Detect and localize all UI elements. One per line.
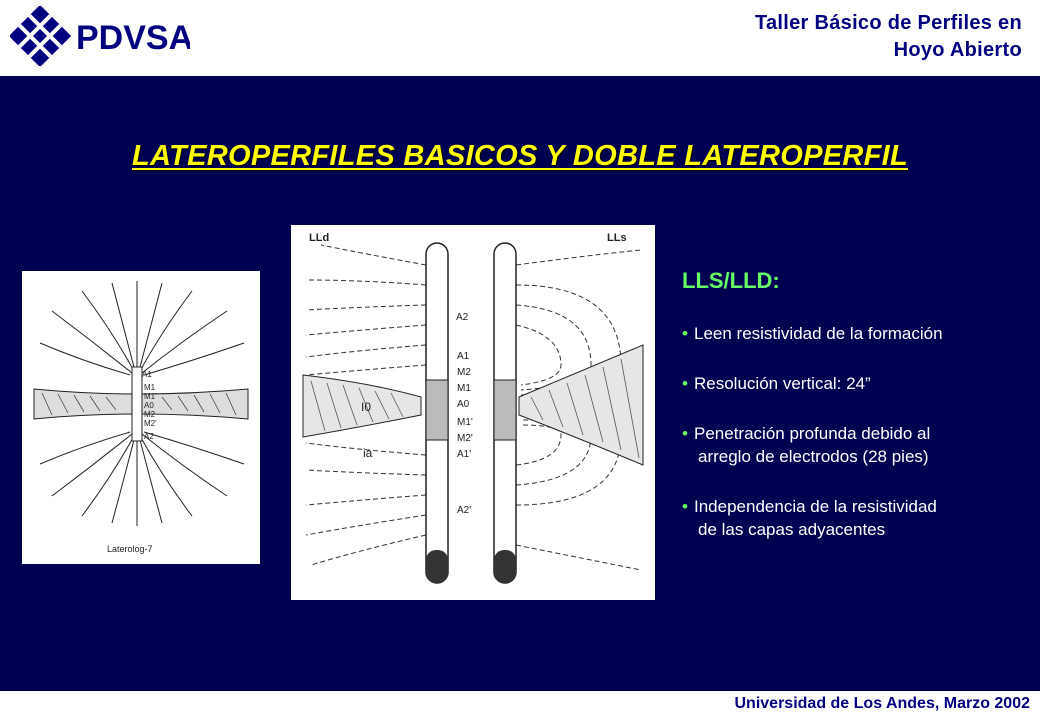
footer-text: Universidad de Los Andes, Marzo 2002 xyxy=(734,695,1031,712)
pdvsa-logo: PDVSA xyxy=(8,4,193,68)
header-bar: PDVSA Taller Básico de Perfiles en Hoyo … xyxy=(0,0,1040,76)
course-title-line1: Taller Básico de Perfiles en xyxy=(754,12,1022,34)
bullet-text-continued: de las capas adyacentes xyxy=(698,520,886,539)
electrode-label: M2 xyxy=(457,367,471,378)
electrode-label: A2' xyxy=(457,505,471,516)
bullet-list: LLS/LLD: • Leen resistividad de la forma… xyxy=(682,268,1032,568)
bullet-item: • Penetración profunda debido al arreglo… xyxy=(682,422,1032,468)
current-lines-lld xyxy=(305,244,427,566)
electrode-label: A1' xyxy=(457,449,471,460)
electrode-label: M1' xyxy=(457,417,473,428)
bullet-heading: LLS/LLD: xyxy=(682,268,780,293)
electrode-label: M1 xyxy=(457,383,471,394)
electrode-label: M2' xyxy=(457,433,473,444)
sonde xyxy=(131,366,143,442)
bullet-item: • Independencia de la resistividad de la… xyxy=(682,495,1032,541)
electrode-label: A0 xyxy=(457,399,470,410)
bullet-dot-icon: • xyxy=(682,424,688,443)
electrode-label: A0 xyxy=(144,401,154,410)
lld-lls-figure: LLd LLs xyxy=(291,225,655,600)
lls-label: LLs xyxy=(607,232,627,244)
hatched-io-left xyxy=(302,374,422,438)
figure-caption: Laterolog-7 xyxy=(107,544,153,554)
bullet-dot-icon: • xyxy=(682,324,688,343)
slide-body: LATEROPERFILES BASICOS Y DOBLE LATEROPER… xyxy=(0,76,1040,691)
ia-label: ia xyxy=(363,446,373,460)
electrode-label: A2 xyxy=(144,432,154,441)
bullet-item: • Resolución vertical: 24” xyxy=(682,372,1032,395)
laterolog7-figure: A1 M1 M1' A0 M2 M2' A2 Laterolog-7 xyxy=(22,271,260,564)
electrode-label: M2 xyxy=(144,410,156,419)
course-title: Taller Básico de Perfiles en Hoyo Abiert… xyxy=(755,10,1022,64)
bullet-dot-icon: • xyxy=(682,374,688,393)
bullet-text: Leen resistividad de la formación xyxy=(694,324,943,343)
io-label: I0 xyxy=(361,400,371,414)
sonde-lls xyxy=(493,242,517,584)
footer-bar: Universidad de Los Andes, Marzo 2002 xyxy=(0,691,1040,720)
electrode-label: A1 xyxy=(457,351,470,362)
current-lines-bottom xyxy=(39,431,245,526)
electrode-label: M1' xyxy=(144,392,157,401)
pdvsa-logo-icon: PDVSA xyxy=(8,4,193,68)
bullet-text-continued: arreglo de electrodos (28 pies) xyxy=(698,447,929,466)
electrode-label: A1 xyxy=(142,370,152,379)
bullet-text: Penetración profunda debido al xyxy=(694,424,931,443)
electrode-label: M1 xyxy=(144,383,156,392)
current-lines-top xyxy=(39,281,245,376)
bullet-text: Independencia de la resistividad xyxy=(694,497,937,516)
logo-text: PDVSA xyxy=(76,19,190,57)
hatched-io-right xyxy=(518,344,644,466)
electrode-label: A2 xyxy=(456,312,469,323)
lld-label: LLd xyxy=(309,232,329,244)
slide-title: LATEROPERFILES BASICOS Y DOBLE LATEROPER… xyxy=(131,140,909,172)
bullet-item: • Leen resistividad de la formación xyxy=(682,322,1032,345)
course-title-line2: Hoyo Abierto xyxy=(893,39,1022,61)
bullet-dot-icon: • xyxy=(682,497,688,516)
sonde-lld xyxy=(425,242,449,584)
bullet-text: Resolución vertical: 24” xyxy=(694,374,871,393)
electrode-label: M2' xyxy=(144,419,157,428)
